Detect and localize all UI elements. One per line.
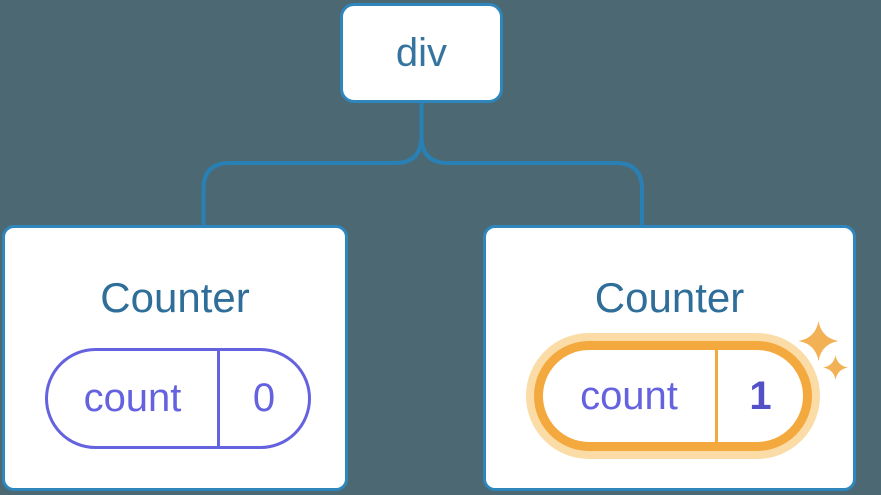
state-value: 0 [252,376,276,420]
state-name: count [580,373,678,418]
connector-right-branch [419,101,644,228]
counter-card-left: Counter count 0 [2,225,348,491]
component-title: Counter [594,274,745,321]
counter-card-right: Counter count 1 [483,225,856,491]
state-name: count [83,376,182,420]
tree-node-div: div [340,3,503,103]
state-pill: count 0 [45,348,311,449]
state-value: 1 [749,373,772,418]
node-label: div [395,30,448,75]
component-title: Counter [100,274,250,321]
pill-divider [217,351,220,446]
pill-divider [715,350,718,442]
connector-left-branch [201,101,424,228]
state-pill-highlighted: count 1 [534,341,812,451]
